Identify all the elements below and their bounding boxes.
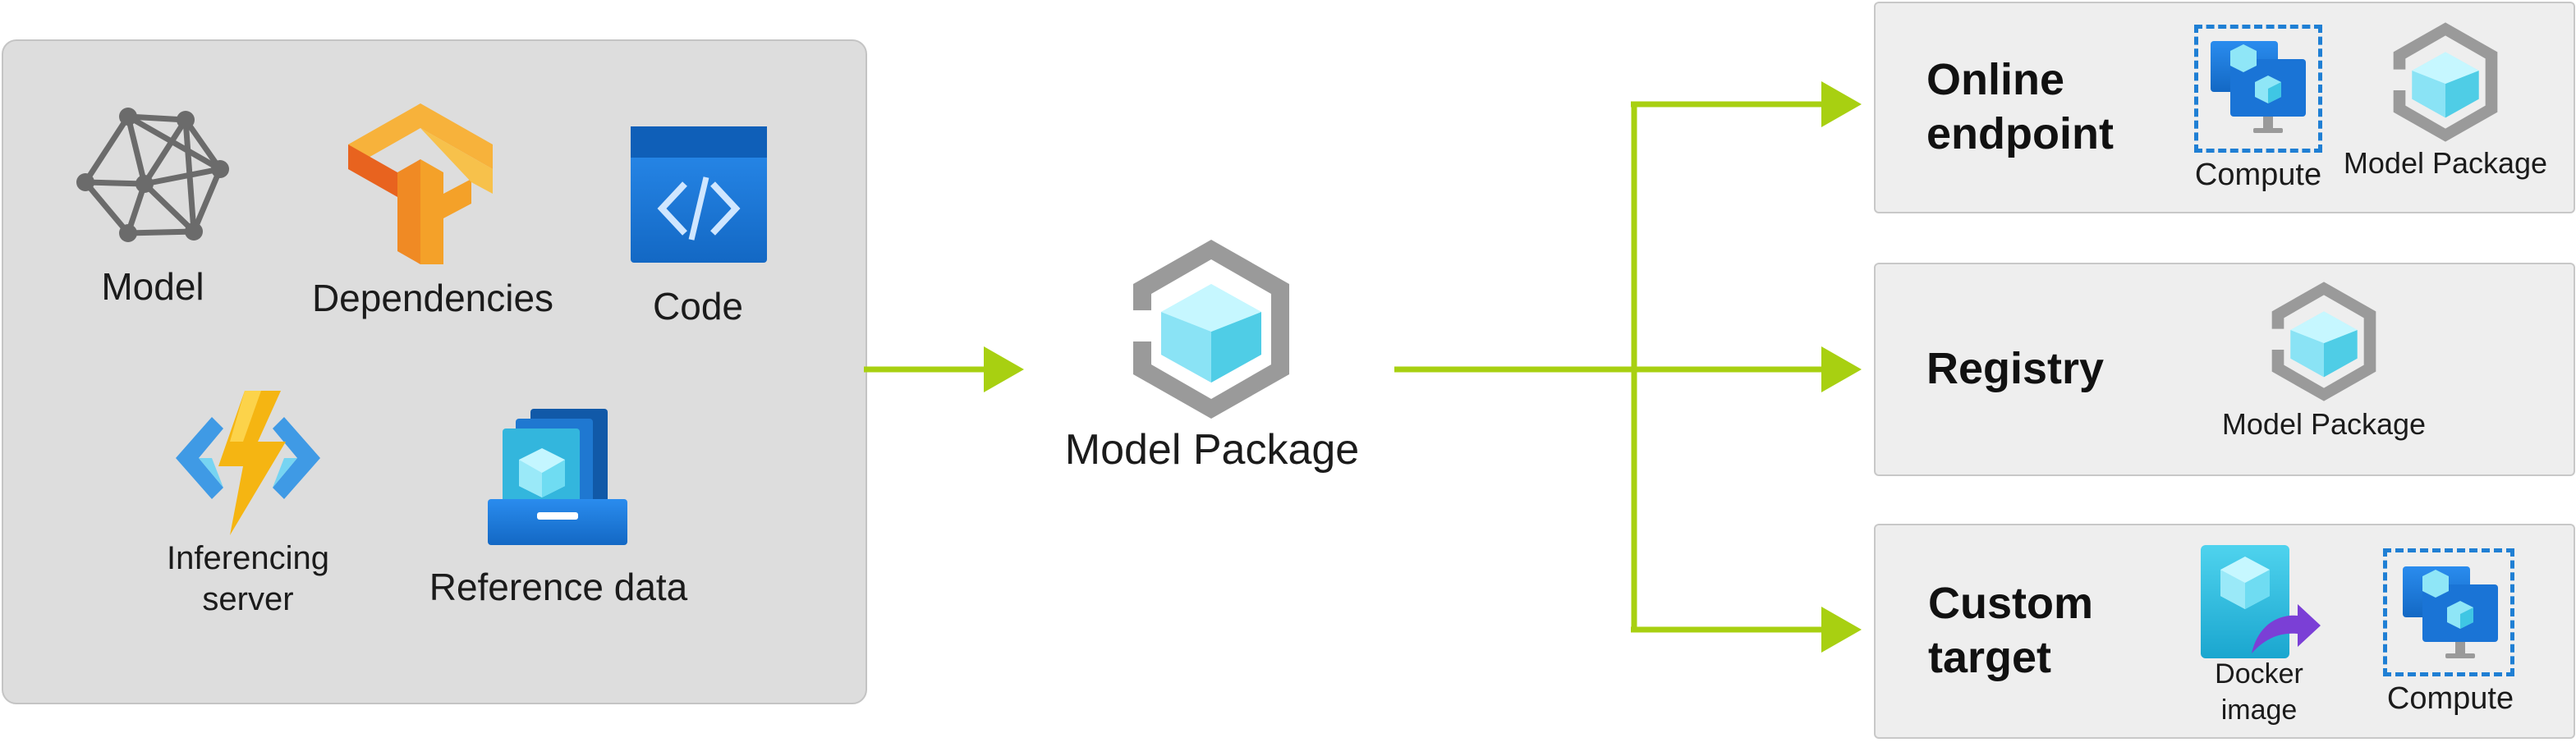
- registry-box: [1874, 263, 2575, 476]
- code-icon: [631, 126, 767, 263]
- docker-image-label-line1: Docker: [2215, 658, 2303, 690]
- inferencing-server-label-line2: server: [202, 581, 294, 617]
- online-endpoint-title-line1: Online: [1926, 55, 2065, 104]
- docker-image-label-line2: image: [2220, 694, 2298, 726]
- reference-data-label: Reference data: [429, 566, 688, 608]
- package-hexagon-icon: [2271, 282, 2376, 401]
- data-stack-icon: [488, 409, 627, 545]
- custom-target-compute-label: Compute: [2386, 681, 2514, 716]
- docker-image-icon: [2201, 545, 2321, 658]
- model-package-center-label: Model Package: [1064, 426, 1360, 474]
- function-icon: [176, 391, 320, 535]
- inferencing-server-label-line1: Inferencing: [167, 540, 329, 576]
- package-hexagon-icon: [2393, 22, 2498, 142]
- custom-target-title-line1: Custom: [1928, 579, 2093, 628]
- custom-target-title-line2: target: [1928, 633, 2052, 682]
- online-endpoint-compute-frame: [2194, 25, 2322, 153]
- online-endpoint-package-label: Model Package: [2343, 146, 2548, 180]
- network-model-icon: [76, 108, 229, 242]
- registry-title: Registry: [1926, 344, 2105, 393]
- registry-package-label: Model Package: [2221, 407, 2427, 441]
- monitor-compute-icon: [2211, 41, 2306, 133]
- package-hexagon-icon: [1133, 240, 1289, 419]
- online-endpoint-compute-label: Compute: [2194, 158, 2322, 192]
- online-endpoint-title-line2: endpoint: [1926, 109, 2114, 158]
- monitor-compute-icon: [2403, 566, 2498, 658]
- custom-target-compute-frame: [2383, 548, 2514, 676]
- model-label: Model: [101, 265, 204, 308]
- dependencies-label: Dependencies: [311, 277, 554, 319]
- code-label: Code: [653, 285, 743, 328]
- tensorflow-icon: [348, 103, 493, 264]
